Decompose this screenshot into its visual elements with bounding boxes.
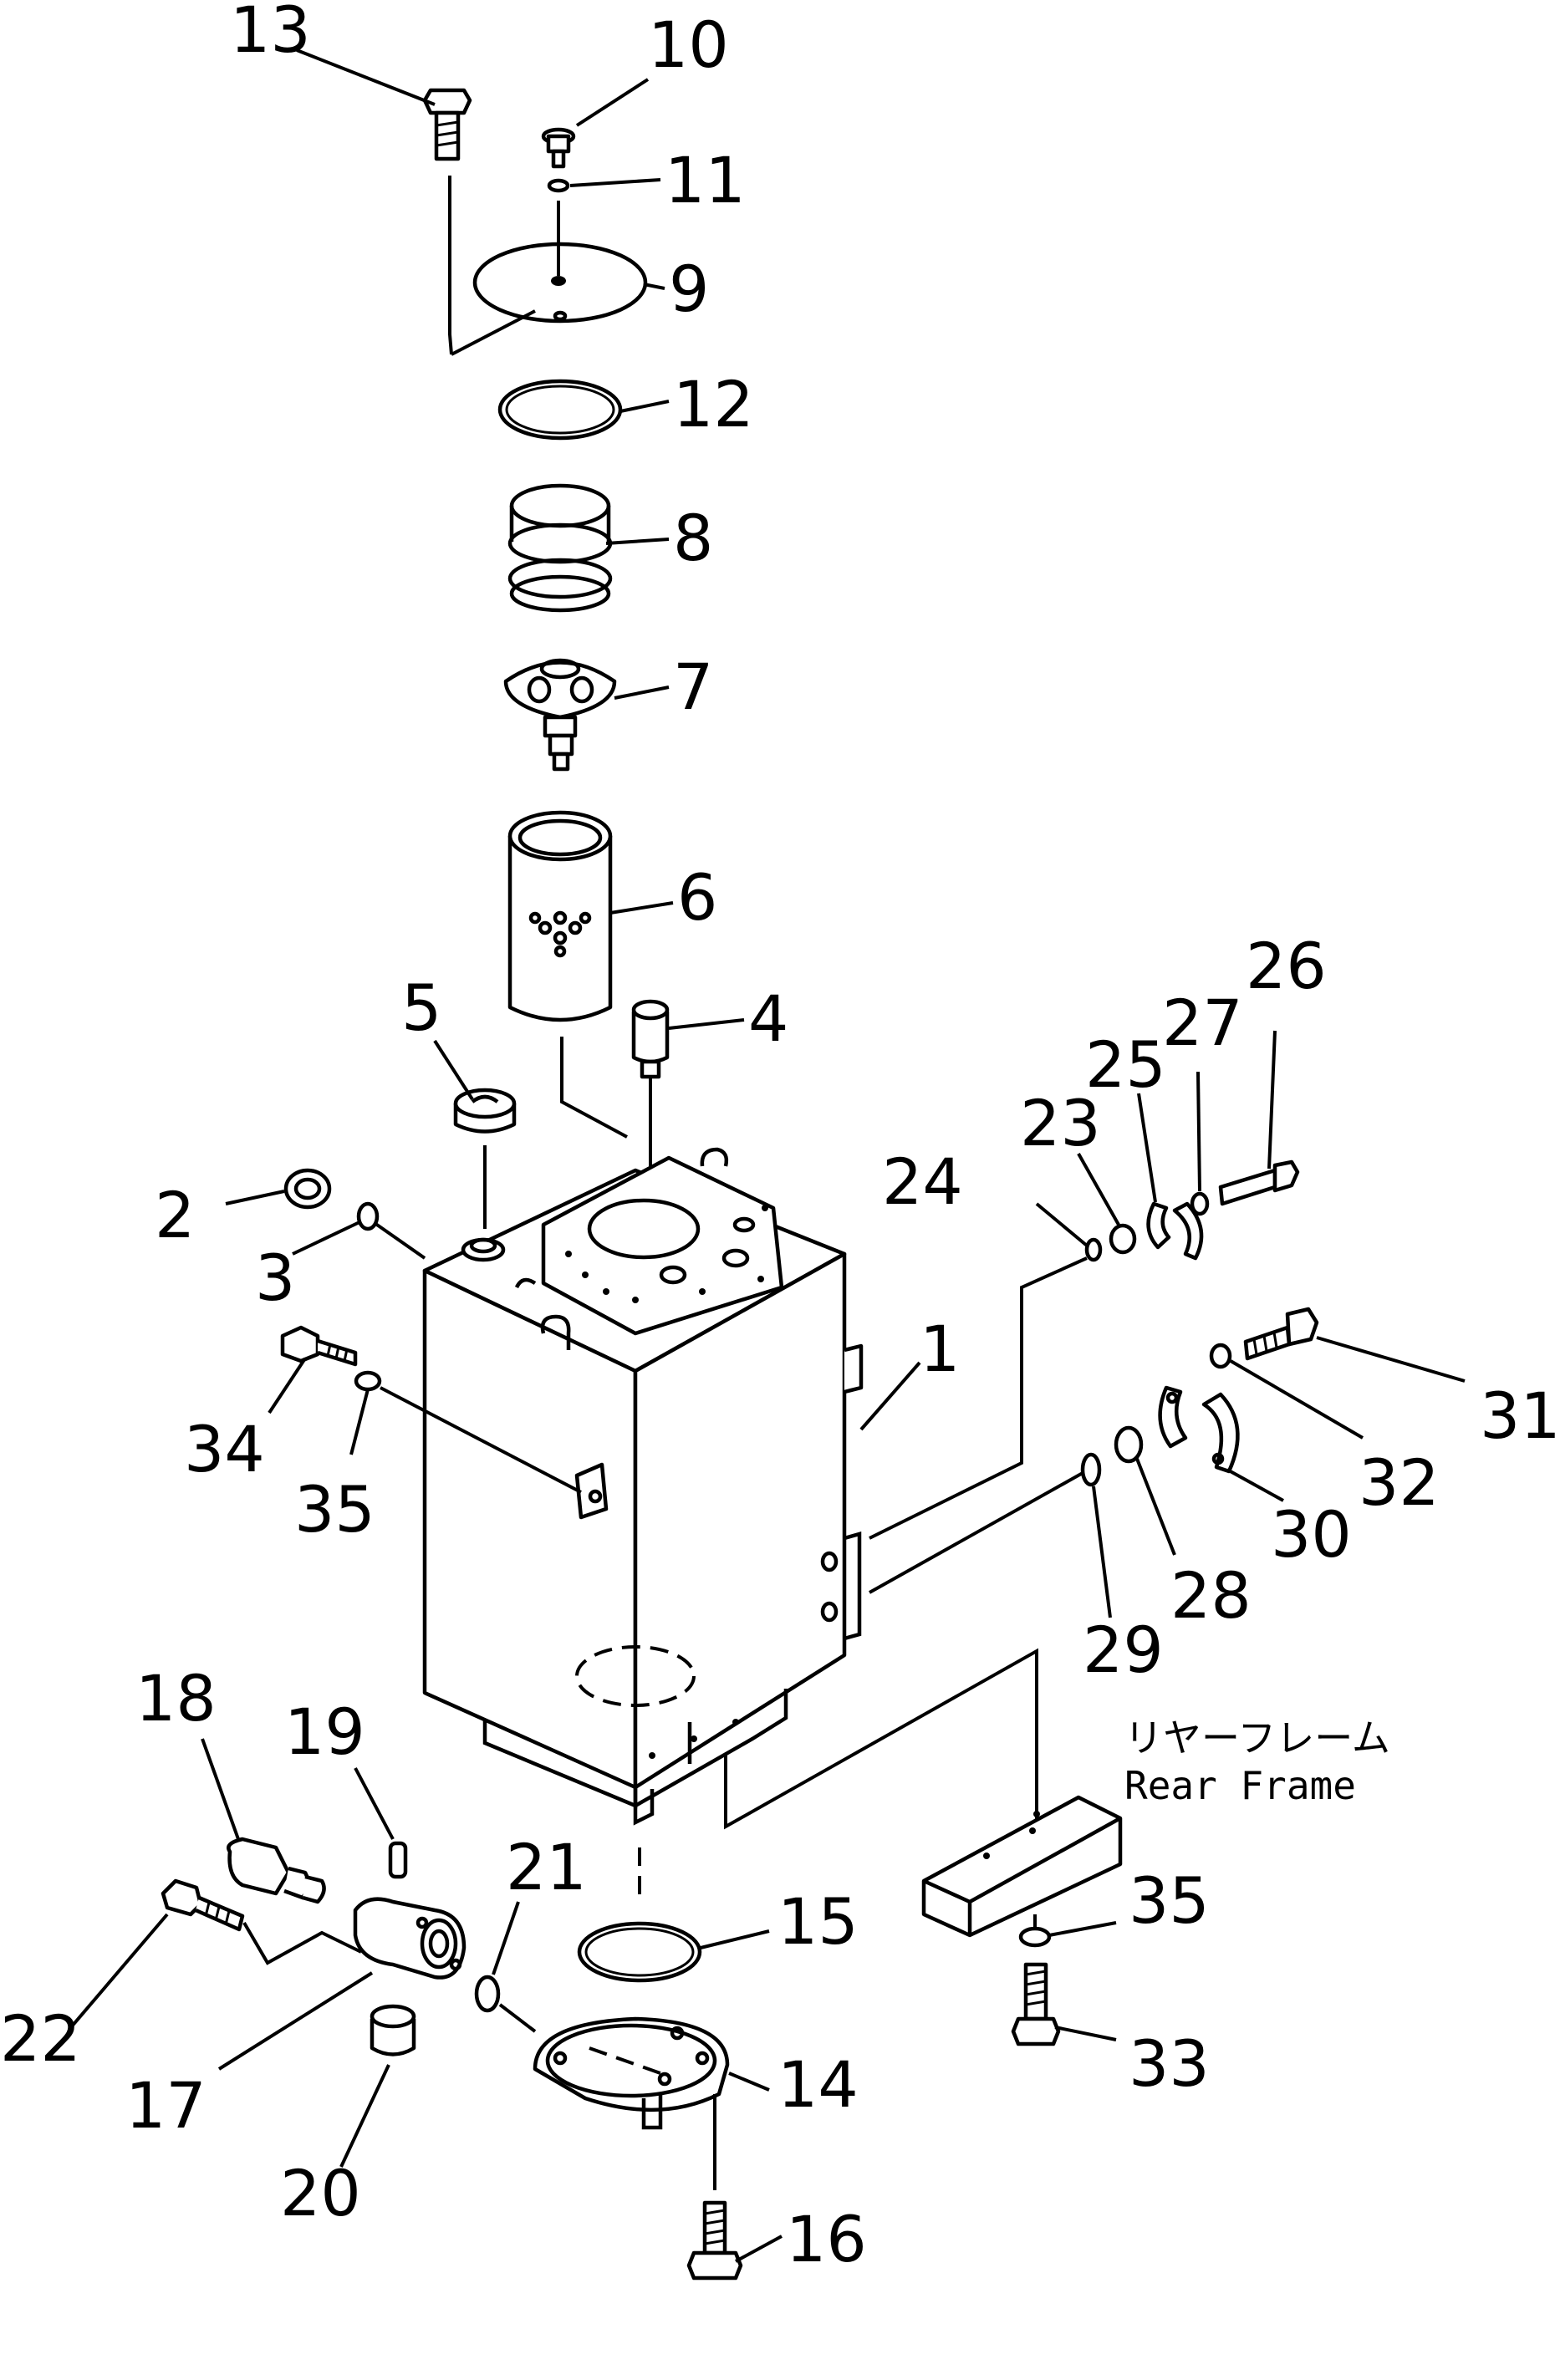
part-35-washer-left <box>354 1370 382 1392</box>
callout-1: 1 <box>920 1312 960 1386</box>
part-24-o-ring <box>1084 1237 1103 1262</box>
callout-27: 27 <box>1162 986 1243 1060</box>
part-21-o-ring <box>474 1975 501 2013</box>
callout-26: 26 <box>1246 929 1327 1003</box>
callout-14: 14 <box>778 2047 859 2122</box>
callout-30: 30 <box>1271 1497 1352 1572</box>
callout-25: 25 <box>1085 1027 1166 1102</box>
callout-2: 2 <box>155 1178 195 1252</box>
part-31-bolt <box>1243 1307 1319 1361</box>
caption-english: Rear Frame <box>1124 1763 1356 1808</box>
part-19-pin <box>388 1841 408 1879</box>
leader-24-to-tank <box>869 1256 1088 1540</box>
part-5-cap <box>453 1088 517 1229</box>
part-11-washer <box>547 178 570 193</box>
part-3-o-ring <box>356 1201 380 1231</box>
callout-leaders <box>69 48 1466 2263</box>
callout-6: 6 <box>677 860 717 935</box>
part-4-sensor <box>631 999 670 1166</box>
part-15-o-ring <box>577 1921 702 1983</box>
callout-33: 33 <box>1129 2026 1210 2101</box>
leader-13-to-9 <box>451 309 536 356</box>
callout-16: 16 <box>786 2202 867 2276</box>
part-32-washer <box>1209 1343 1232 1369</box>
callout-24: 24 <box>882 1144 963 1219</box>
part-12-o-ring <box>497 379 623 441</box>
callout-5: 5 <box>401 971 441 1045</box>
leader-35-to-bracket <box>380 1386 582 1494</box>
callout-35-left: 35 <box>294 1472 375 1547</box>
part-33-bolt <box>1011 1962 1061 2046</box>
leader-6-to-tank <box>560 1037 628 1139</box>
callout-20: 20 <box>280 2156 361 2230</box>
callout-22: 22 <box>0 2001 81 2076</box>
part-20-plug <box>370 2004 416 2056</box>
callout-18: 18 <box>135 1661 217 1735</box>
callout-12: 12 <box>673 367 754 441</box>
part-29-o-ring <box>1080 1452 1102 1487</box>
callout-21: 21 <box>506 1830 587 1904</box>
leader-29-to-tank <box>869 1471 1083 1594</box>
part-10-plug-bolt <box>541 127 576 169</box>
part-rear-frame <box>921 1795 1123 1938</box>
part-14-bottom-cover <box>533 2016 730 2130</box>
part-1-tank <box>422 1147 864 1826</box>
callout-numbers: 13 10 11 9 12 8 7 6 4 5 2 3 1 34 35 24 2… <box>0 0 1555 2276</box>
callout-19: 19 <box>284 1695 365 1769</box>
part-9-cover <box>472 201 648 324</box>
leader-rear-frame <box>724 1648 1038 1868</box>
callout-15: 15 <box>778 1884 859 1959</box>
part-35-washer-right <box>1018 1926 1052 1948</box>
part-28-washer <box>1114 1425 1144 1464</box>
part-23-washer <box>1109 1223 1137 1255</box>
part-30-split-flange <box>1158 1385 1240 1474</box>
callout-28: 28 <box>1170 1558 1252 1633</box>
callout-23: 23 <box>1020 1086 1101 1160</box>
callout-9: 9 <box>669 252 709 326</box>
callout-10: 10 <box>648 8 729 82</box>
part-18-fitting <box>227 1837 326 1904</box>
callout-7: 7 <box>673 650 713 724</box>
callout-17: 17 <box>125 2068 206 2143</box>
part-7-valve <box>503 658 617 772</box>
part-13-bolt <box>422 88 472 355</box>
callout-8: 8 <box>673 501 713 575</box>
part-6-filter-element <box>507 810 613 1022</box>
callout-34: 34 <box>184 1412 265 1486</box>
part-34-bolt <box>280 1325 358 1367</box>
part-27-washer <box>1190 1191 1210 1216</box>
part-22-bolt <box>161 1878 245 1932</box>
part-8-spring <box>507 483 613 613</box>
callout-35-right: 35 <box>1129 1863 1210 1938</box>
part-26-bolt <box>1218 1159 1300 1206</box>
callout-4: 4 <box>748 981 788 1056</box>
part-2-nut <box>283 1168 332 1210</box>
callout-13: 13 <box>230 0 311 67</box>
callout-3: 3 <box>255 1241 295 1315</box>
callout-29: 29 <box>1083 1613 1164 1687</box>
part-17-elbow <box>353 1897 466 1980</box>
callout-32: 32 <box>1359 1445 1440 1520</box>
callout-31: 31 <box>1480 1379 1555 1453</box>
caption-japanese: リヤーフレーム <box>1124 1715 1390 1761</box>
callout-11: 11 <box>665 143 746 217</box>
leader-22-to-17 <box>242 1921 362 1965</box>
part-16-bolt <box>686 2200 743 2281</box>
